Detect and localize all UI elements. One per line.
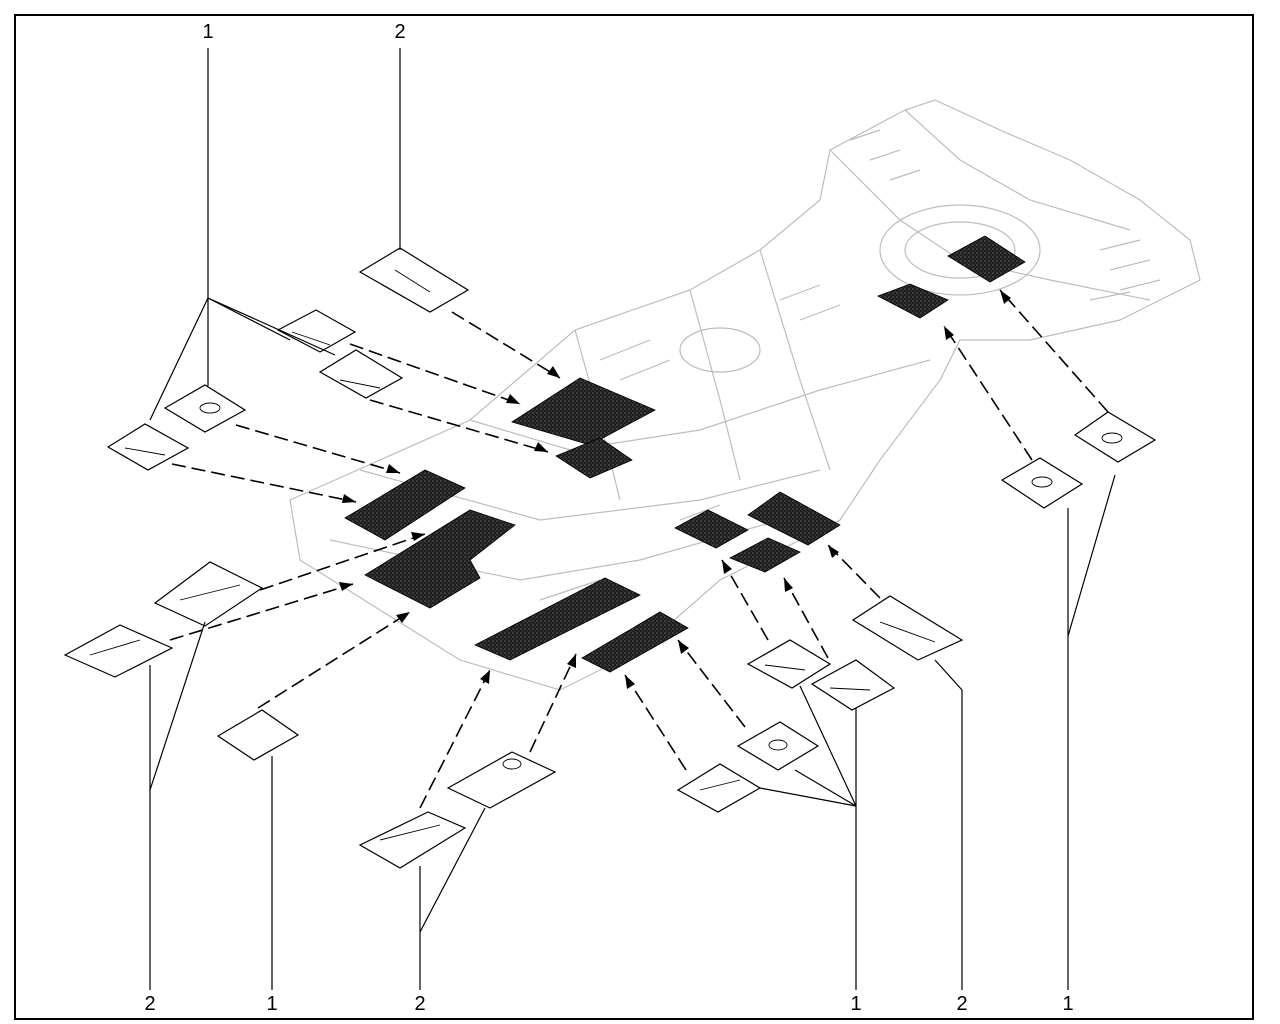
part-left-1 <box>276 309 357 353</box>
diagram-frame <box>14 14 1254 1020</box>
callout-bottom-1: 2 <box>144 993 156 1015</box>
part-mid-left-1 <box>153 561 264 627</box>
callout-top-center: 2 <box>394 21 406 43</box>
callout-bottom-2: 1 <box>266 993 278 1015</box>
pad-center-upper <box>511 377 656 446</box>
exploded-parts <box>63 247 1157 869</box>
part-bottom-3 <box>676 763 762 813</box>
pad-rear-right <box>947 235 1026 283</box>
callout-bottom-5: 2 <box>956 993 968 1015</box>
part-far-right-2 <box>1073 411 1157 463</box>
pad-rear-left <box>877 283 949 319</box>
arrow-heads <box>339 290 1011 689</box>
callout-top-left: 1 <box>202 21 214 43</box>
part-bottom-1 <box>446 751 557 809</box>
part-left-4 <box>106 423 190 471</box>
part-bottom-4 <box>736 721 820 771</box>
part-right-2 <box>810 659 896 711</box>
part-right-3 <box>851 595 964 661</box>
pad-right-c <box>729 537 801 573</box>
part-far-right-1 <box>1000 457 1084 509</box>
callout-leader-lines <box>149 48 1116 990</box>
pad-right-a <box>674 509 749 549</box>
part-right-1 <box>746 639 832 689</box>
part-left-2 <box>318 349 404 399</box>
pad-left-mid <box>364 509 516 609</box>
vehicle-floor-outline <box>289 99 1201 691</box>
part-mid-left-2 <box>63 624 174 678</box>
pad-center-small <box>555 437 633 479</box>
callout-bottom-3: 2 <box>414 993 426 1015</box>
pad-front-long <box>474 577 641 661</box>
callout-bottom-4: 1 <box>850 993 862 1015</box>
part-square <box>216 709 300 761</box>
pad-left-front <box>344 469 466 541</box>
part-details <box>89 269 1123 841</box>
pad-right-b <box>747 491 841 546</box>
callout-bottom-6: 1 <box>1062 993 1074 1015</box>
part-left-3 <box>163 384 247 433</box>
pad-front-right <box>581 611 689 673</box>
part-top-center <box>358 247 470 313</box>
dashed-leader-arrows <box>169 289 1109 809</box>
part-bottom-2 <box>358 811 467 869</box>
sound-pads <box>344 235 1026 673</box>
